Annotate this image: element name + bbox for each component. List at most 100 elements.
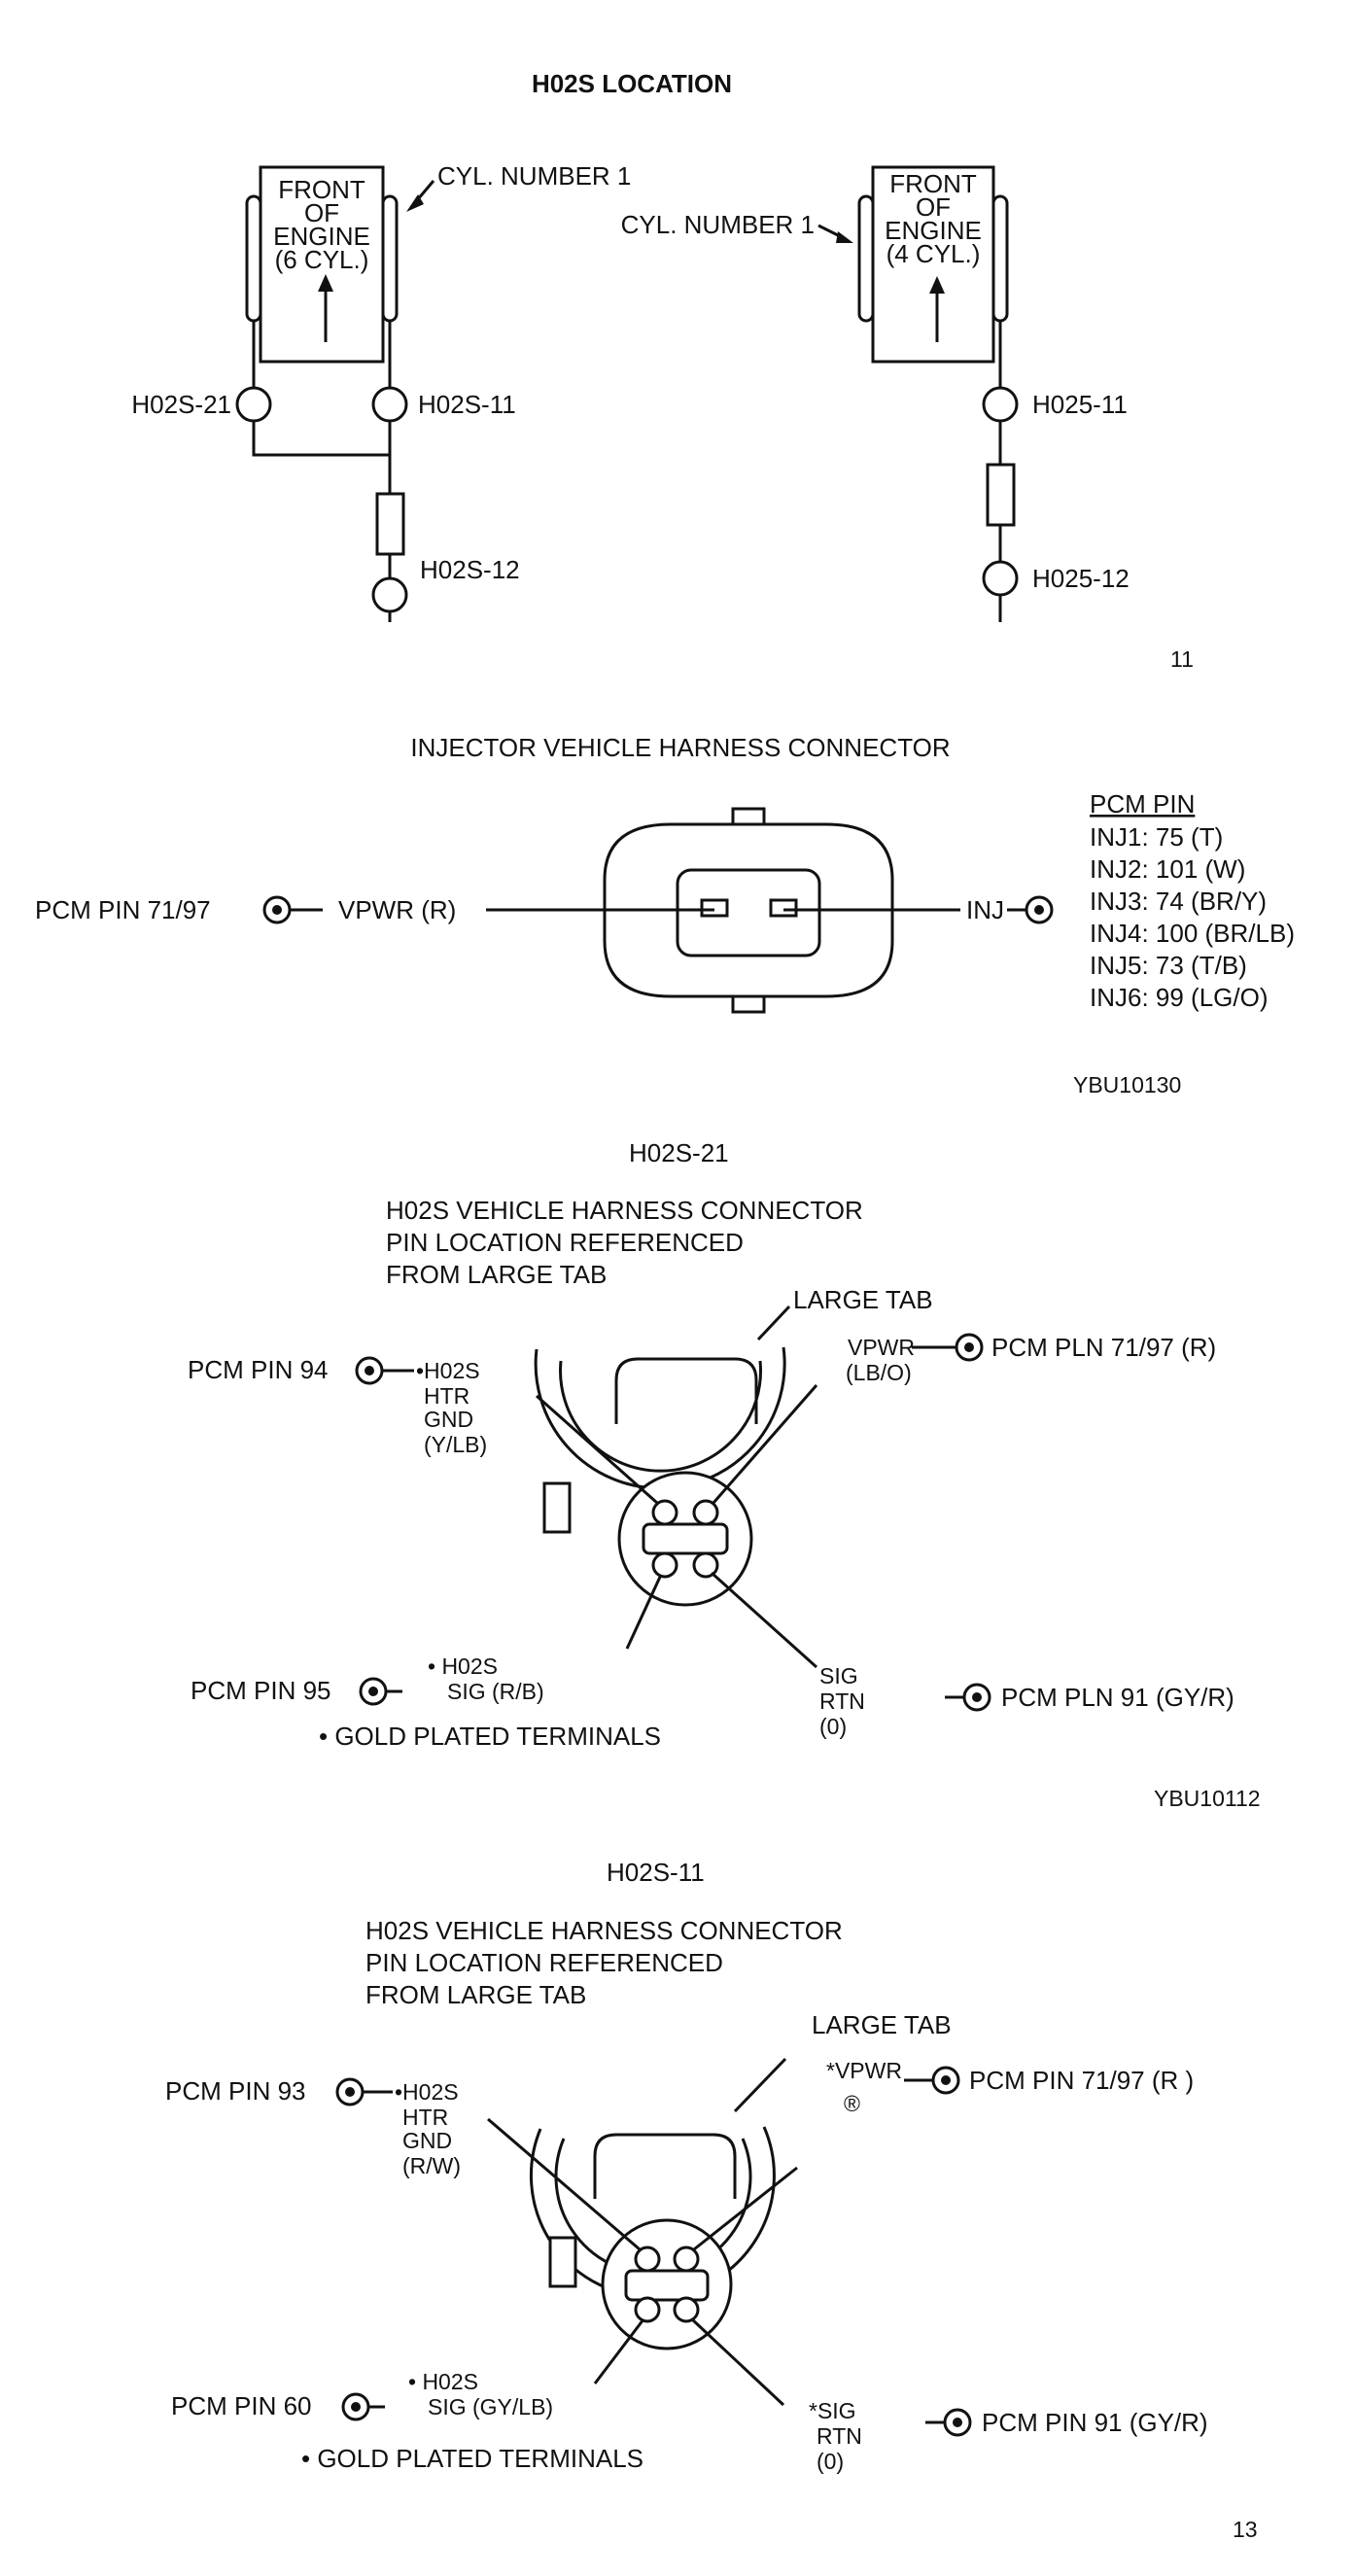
cyl-bank-right <box>991 194 1009 323</box>
front-of-engine-line4: (4 CYL.) <box>887 239 981 268</box>
h02s-11-large-tab-label: LARGE TAB <box>812 2010 952 2039</box>
h02s-21-pcm-pin-br: PCM PLN 91 (GY/R) <box>1001 1683 1234 1712</box>
injector-inner-cavity <box>676 868 821 957</box>
pcm-pin-inj3: INJ3: 74 (BR/Y) <box>1090 887 1267 916</box>
figure-ref-11: 11 <box>1170 646 1194 672</box>
pcm-pin-inj5: INJ5: 73 (T/B) <box>1090 951 1247 980</box>
forward-arrow-icon <box>318 274 333 292</box>
terminal-tl-dot <box>365 1366 374 1375</box>
h02s-11-lbl-tl-4: (R/W) <box>402 2153 461 2178</box>
h02s-21-desc-line3: FROM LARGE TAB <box>386 1260 607 1289</box>
h02s-11-desc-line1: H02S VEHICLE HARNESS CONNECTOR <box>365 1916 843 1945</box>
terminal-br-dot <box>972 1692 982 1702</box>
h02s-11-gold-note: • GOLD PLATED TERMINALS <box>301 2444 643 2473</box>
injector-connector-section: INJECTOR VEHICLE HARNESS CONNECTOR PCM P… <box>35 733 1295 1097</box>
terminal-tr-dot <box>941 2075 951 2085</box>
pcm-pin-table-title: PCM PIN <box>1090 789 1195 818</box>
cyl-bank-left <box>245 194 262 323</box>
h02s-21-gold-note: • GOLD PLATED TERMINALS <box>319 1722 661 1751</box>
h02s-11-pin-br <box>673 2296 700 2323</box>
injector-left-pcm-pin: PCM PIN 71/97 <box>35 895 211 924</box>
terminal-right-dot <box>1034 905 1044 915</box>
h02s-21-lbl-tl-2: HTR <box>424 1383 469 1409</box>
h02s-21-lbl-tl-3: GND <box>424 1407 473 1432</box>
injector-inj-label: INJ <box>966 895 1004 924</box>
figure-ref-ybu10112: YBU10112 <box>1154 1786 1261 1811</box>
leader-htr-gnd <box>487 2117 641 2251</box>
leader-sig <box>625 1574 663 1650</box>
injector-top-latch <box>731 807 766 826</box>
h02s-11-lbl-tr-2: ® <box>844 2091 860 2116</box>
h02s-21-lbl-br-2: RTN <box>819 1688 865 1714</box>
pcm-pin-inj1: INJ1: 75 (T) <box>1090 822 1223 852</box>
sensor-h025-11-circle <box>982 386 1019 423</box>
terminal-tr-icon <box>931 2066 960 2095</box>
sensor-h02s-12-label: H02S-12 <box>420 555 520 584</box>
right-engine-diagram: FRONT OF ENGINE (4 CYL.) CYL. NUMBER 1 H… <box>621 165 1130 622</box>
h02s-11-section: H02S-11 H02S VEHICLE HARNESS CONNECTOR P… <box>165 1858 1258 2542</box>
cyl-pointer-arrow-icon <box>836 231 853 243</box>
figure-ref-13: 13 <box>1233 2517 1258 2542</box>
terminal-left-dot <box>272 905 282 915</box>
pcm-pin-inj2: INJ2: 101 (W) <box>1090 854 1245 884</box>
h02s-21-lbl-tl-4: (Y/LB) <box>424 1432 487 1457</box>
h02s-21-desc-line1: H02S VEHICLE HARNESS CONNECTOR <box>386 1196 863 1225</box>
front-of-engine-line1: FRONT <box>889 169 977 198</box>
h02s-11-lbl-tl-2: HTR <box>402 2105 448 2130</box>
h02s-11-pcm-pin-tr: PCM PIN 71/97 (R ) <box>969 2066 1194 2095</box>
leader-vpwr <box>693 2166 798 2251</box>
left-engine-diagram: FRONT OF ENGINE (6 CYL.) CYL. NUMBER 1 H… <box>131 161 631 622</box>
h02s-11-lbl-tl-1: •H02S <box>395 2079 459 2105</box>
h02s-21-pin-br <box>692 1551 719 1579</box>
catalytic-converter <box>375 492 405 556</box>
injector-pin-b <box>769 898 798 918</box>
pcm-pin-inj4: INJ4: 100 (BR/LB) <box>1090 919 1295 948</box>
h02s-11-lbl-br-2: RTN <box>817 2423 862 2449</box>
terminal-br-icon <box>962 1683 991 1712</box>
terminal-br-icon <box>943 2408 972 2437</box>
leader-large-tab <box>733 2057 787 2113</box>
leader-large-tab <box>756 1305 791 1341</box>
leader-vpwr <box>712 1384 818 1504</box>
injector-connector-body <box>603 822 894 998</box>
h02s-21-pin-tr <box>692 1499 719 1526</box>
h02s-21-pcm-pin-tl: PCM PIN 94 <box>188 1355 329 1384</box>
h02s-11-lbl-bl-2: SIG (GY/LB) <box>428 2394 553 2419</box>
h02s-21-lbl-tl-1: •H02S <box>416 1358 480 1383</box>
leader-sig-rtn <box>710 1571 818 1669</box>
h02s-11-desc-line3: FROM LARGE TAB <box>365 1980 586 2009</box>
h02s-11-face <box>601 2218 733 2350</box>
front-of-engine-line4: (6 CYL.) <box>275 245 369 274</box>
h02s-21-title: H02S-21 <box>629 1138 729 1167</box>
h02s-21-side-key <box>542 1481 572 1534</box>
h02s-21-lbl-br-1: SIG <box>819 1663 858 1688</box>
h02s-21-large-tab-label: LARGE TAB <box>793 1285 933 1314</box>
h02s-21-section: H02S-21 H02S VEHICLE HARNESS CONNECTOR P… <box>188 1138 1261 1811</box>
sensor-h025-12-circle <box>982 560 1019 597</box>
sensor-h02s-11-circle <box>371 386 408 423</box>
cyl-bank-right <box>381 194 399 323</box>
h02s-21-lbl-tr-1: VPWR <box>848 1335 915 1360</box>
h02s-11-lbl-br-1: *SIG <box>809 2398 856 2423</box>
h02s-21-pin-bl <box>651 1551 678 1579</box>
h02s-11-side-key <box>548 2236 577 2288</box>
pipe-crossover <box>252 421 390 457</box>
h02s-21-desc-line2: PIN LOCATION REFERENCED <box>386 1228 744 1257</box>
h02s-21-lbl-br-3: (0) <box>819 1714 847 1739</box>
h02s-11-pin-tr <box>673 2245 700 2273</box>
h02s-21-lbl-bl-2: SIG (R/B) <box>447 1679 544 1704</box>
forward-arrow-icon <box>929 276 945 294</box>
terminal-tl-dot <box>345 2087 355 2097</box>
h02s-21-inner-arc <box>559 1360 762 1473</box>
terminal-tr-dot <box>964 1342 974 1352</box>
catalytic-converter <box>986 463 1016 527</box>
pcm-pin-inj6: INJ6: 99 (LG/O) <box>1090 983 1269 1012</box>
h02s-11-pcm-pin-bl: PCM PIN 60 <box>171 2391 312 2420</box>
h02s-21-key-bar <box>642 1522 729 1555</box>
h02s-11-desc-line2: PIN LOCATION REFERENCED <box>365 1948 723 1977</box>
h02s-21-lbl-tr-2: (LB/O) <box>846 1360 912 1385</box>
sensor-h02s-12-circle <box>371 576 408 613</box>
h02s-21-large-tab <box>614 1357 758 1424</box>
cyl-bank-left <box>857 194 875 323</box>
